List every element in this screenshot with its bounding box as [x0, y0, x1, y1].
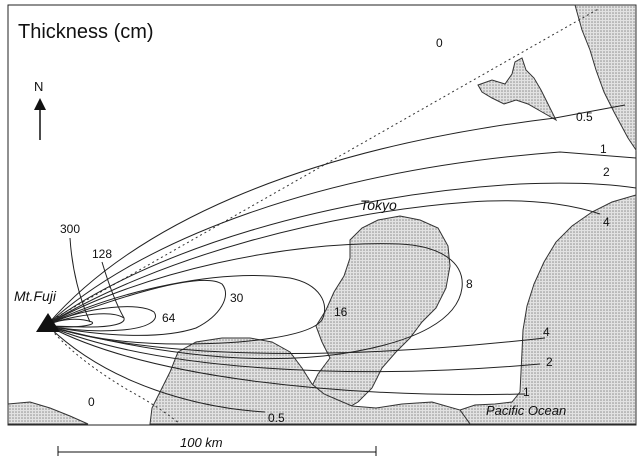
- contour-label-16: 16: [334, 305, 348, 319]
- leader-300: [69, 237, 91, 323]
- contour-label-1-north: 1: [600, 142, 607, 156]
- isopach-30: [47, 280, 227, 336]
- isopach-0-5-north: [47, 104, 626, 325]
- isopach-0-south: [47, 325, 181, 425]
- contour-label-2-south: 2: [546, 355, 553, 369]
- contour-label-0-south: 0: [88, 395, 95, 409]
- isopach-64: [47, 306, 156, 332]
- north-arrow: [34, 98, 46, 140]
- isopach-1-north: [47, 151, 637, 325]
- land-island-north: [477, 57, 558, 122]
- scale-bar: [57, 446, 377, 456]
- isopach-4-south: [47, 325, 546, 354]
- contour-label-30: 30: [230, 291, 244, 305]
- contour-label-0-north: 0: [436, 36, 443, 50]
- land-tokyo-bay-west: [309, 215, 451, 411]
- contour-label-0-5-south: 0.5: [268, 411, 285, 425]
- contour-label-1-south: 1: [523, 385, 530, 399]
- isopach-0-5-south: [47, 325, 266, 413]
- land-southwest: [149, 337, 471, 425]
- land-northeast: [574, 4, 637, 152]
- isopach-2-north: [47, 182, 637, 325]
- leader-128: [101, 261, 125, 319]
- land-masses: [7, 4, 637, 425]
- isopach-2-south: [47, 325, 541, 373]
- scale-label: 100 km: [180, 435, 223, 450]
- north-label: N: [34, 79, 43, 94]
- isopach-0-north: [47, 7, 601, 323]
- land-west-coast: [7, 401, 89, 425]
- contour-label-2-north: 2: [603, 165, 610, 179]
- contour-label-4-north: 4: [603, 215, 610, 229]
- contour-label-8: 8: [466, 277, 473, 291]
- isopach-8: [47, 243, 463, 360]
- contour-label-300: 300: [60, 222, 80, 236]
- contour-label-0-5-north: 0.5: [576, 110, 593, 124]
- volcano-label: Mt.Fuji: [14, 288, 57, 304]
- map-title: Thickness (cm): [18, 21, 154, 43]
- contour-label-128: 128: [92, 247, 112, 261]
- contour-label-4-south: 4: [543, 325, 550, 339]
- contour-label-64: 64: [162, 311, 176, 325]
- isopach-4-north: [47, 200, 601, 325]
- ocean-label: Pacific Ocean: [486, 403, 566, 418]
- city-label: Tokyo: [360, 197, 397, 213]
- isopach-lines: [47, 104, 637, 413]
- contour-labels: 300 128 64 30 16 8 4 4 2 2 1 1 0.5 0.5 0…: [60, 36, 610, 425]
- volcano-marker: [36, 313, 60, 332]
- isopach-1-south: [47, 325, 526, 396]
